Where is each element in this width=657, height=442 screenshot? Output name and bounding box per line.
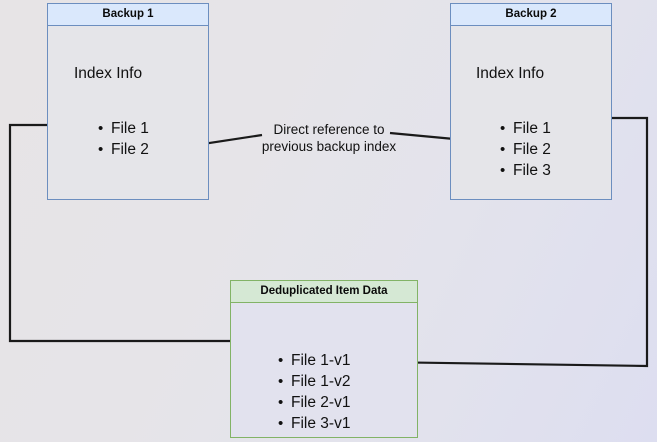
deduplicated-item-data-box[interactable]: Deduplicated Item Data File 1-v1 File 1-… bbox=[230, 280, 418, 438]
list-item[interactable]: File 2-v1 bbox=[278, 392, 351, 413]
backup-1-box[interactable]: Backup 1 Index Info File 1 File 2 bbox=[47, 3, 209, 200]
backup-1-title: Backup 1 bbox=[48, 4, 208, 26]
list-item[interactable]: File 1 bbox=[500, 118, 551, 139]
backup-2-body: Index Info File 1 File 2 File 3 bbox=[451, 26, 611, 199]
backup-1-body: Index Info File 1 File 2 bbox=[48, 26, 208, 199]
backup-1-index-info-label: Index Info bbox=[74, 65, 143, 82]
list-item[interactable]: File 1-v1 bbox=[278, 350, 351, 371]
backup-2-index-info-label: Index Info bbox=[476, 65, 545, 82]
list-item[interactable]: File 3-v1 bbox=[278, 413, 351, 434]
list-item[interactable]: File 1 bbox=[98, 118, 149, 139]
list-item[interactable]: File 3 bbox=[500, 160, 551, 181]
backup-2-box[interactable]: Backup 2 Index Info File 1 File 2 File 3 bbox=[450, 3, 612, 200]
backup-2-title: Backup 2 bbox=[451, 4, 611, 26]
dedup-file-list: File 1-v1 File 1-v2 File 2-v1 File 3-v1 bbox=[277, 350, 351, 434]
deduplicated-item-data-title: Deduplicated Item Data bbox=[231, 281, 417, 303]
list-item[interactable]: File 1-v2 bbox=[278, 371, 351, 392]
list-item[interactable]: File 2 bbox=[500, 139, 551, 160]
deduplicated-item-data-body: File 1-v1 File 1-v2 File 2-v1 File 3-v1 bbox=[231, 303, 417, 437]
list-item[interactable]: File 2 bbox=[98, 139, 149, 160]
backup-2-file-list: File 1 File 2 File 3 bbox=[499, 118, 551, 181]
backup-1-file-list: File 1 File 2 bbox=[97, 118, 149, 160]
direct-reference-caption: Direct reference to previous backup inde… bbox=[261, 122, 397, 154]
